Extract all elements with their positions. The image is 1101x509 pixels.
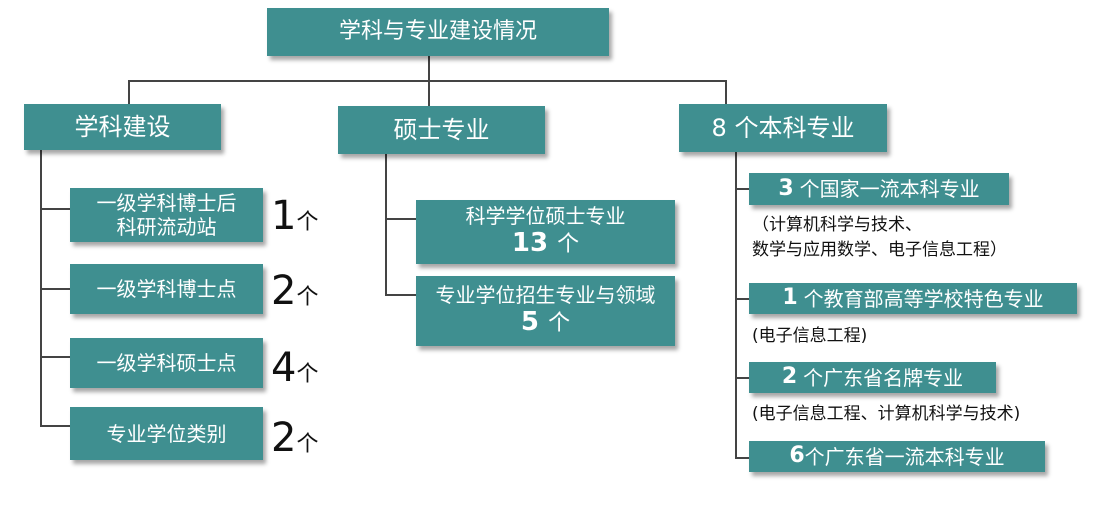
master-title: 硕士专业	[393, 115, 490, 144]
connector-root-down	[428, 56, 430, 81]
discipline-count-professional: 2个	[271, 415, 318, 461]
undergrad-item-brand: 2 个广东省名牌专业	[749, 362, 996, 393]
connector-to-master	[428, 80, 430, 106]
undergrad-note-feature-line1: (电子信息工程)	[752, 326, 868, 346]
undergrad-item-feature: 1 个教育部高等学校特色专业	[749, 283, 1077, 314]
connector-discipline-2	[40, 288, 70, 290]
connector-master-trunk	[385, 154, 387, 295]
undergrad-item-provincial: 6 个广东省一流本科专业	[749, 441, 1045, 472]
master-item-academic-unit: 个	[557, 232, 580, 258]
undergrad-item-national: 3 个国家一流本科专业	[749, 173, 1009, 205]
discipline-count-master-unit: 个	[296, 362, 319, 387]
master-item-academic-count: 13 个	[512, 228, 579, 259]
discipline-item-phd: 一级学科博士点	[70, 264, 263, 314]
master-item-academic: 科学学位硕士专业 13 个	[416, 200, 675, 264]
connector-discipline-1	[40, 208, 70, 210]
connector-master-2	[385, 294, 416, 296]
discipline-item-postdoc: 一级学科博士后 科研流动站	[70, 188, 263, 242]
undergrad-item-brand-number: 2	[781, 364, 798, 390]
root-title: 学科与专业建设情况	[338, 18, 537, 44]
undergrad-note-national-line2: 数学与应用数学、电子信息工程）	[752, 239, 1007, 260]
discipline-count-phd-number: 2	[271, 268, 297, 314]
connector-undergrad-2	[735, 298, 749, 300]
undergrad-note-brand: (电子信息工程、计算机科学与技术)	[752, 402, 1020, 427]
discipline-node: 学科建设	[24, 104, 221, 150]
connector-to-discipline	[128, 80, 130, 104]
discipline-count-professional-number: 2	[271, 415, 297, 461]
undergrad-item-provincial-number: 6	[789, 443, 805, 469]
master-item-professional-count: 5 个	[521, 307, 570, 338]
master-item-academic-number: 13	[511, 228, 549, 259]
undergrad-note-feature: (电子信息工程)	[752, 324, 867, 349]
discipline-count-professional-unit: 个	[296, 432, 319, 457]
discipline-count-master-number: 4	[271, 345, 297, 391]
master-item-professional: 专业学位招生专业与领域 5 个	[416, 276, 675, 346]
connector-undergrad-trunk	[735, 152, 737, 458]
discipline-item-postdoc-line1: 一级学科博士后	[96, 191, 237, 215]
discipline-count-master: 4个	[271, 345, 318, 391]
master-item-professional-label: 专业学位招生专业与领域	[435, 283, 656, 308]
undergrad-item-brand-label: 个广东省名牌专业	[803, 365, 964, 390]
master-node: 硕士专业	[338, 106, 545, 154]
discipline-item-master-label: 一级学科硕士点	[96, 351, 237, 375]
master-item-professional-number: 5	[520, 307, 539, 338]
connector-undergrad-4	[735, 457, 749, 459]
undergrad-node: 8 个本科专业	[679, 104, 887, 152]
discipline-count-phd: 2个	[271, 268, 318, 314]
connector-undergrad-1	[735, 188, 749, 190]
undergrad-item-national-label: 个国家一流本科专业	[799, 177, 980, 201]
discipline-count-postdoc-number: 1	[271, 193, 297, 239]
undergrad-note-brand-line1: (电子信息工程、计算机科学与技术)	[752, 404, 1021, 424]
undergrad-item-national-number: 3	[778, 175, 794, 201]
connector-discipline-3	[40, 356, 70, 358]
connector-horizontal-bar	[128, 80, 726, 82]
undergrad-note-national-line1: （计算机科学与技术、	[752, 215, 922, 235]
undergrad-note-national: （计算机科学与技术、 数学与应用数学、电子信息工程）	[752, 213, 1007, 262]
undergrad-item-feature-number: 1	[782, 285, 798, 311]
discipline-count-postdoc: 1个	[271, 193, 318, 239]
master-item-professional-unit: 个	[548, 311, 571, 337]
connector-master-1	[385, 218, 416, 220]
discipline-title: 学科建设	[74, 112, 171, 141]
discipline-item-master: 一级学科硕士点	[70, 338, 263, 388]
discipline-item-postdoc-line2: 科研流动站	[116, 215, 217, 239]
discipline-item-professional: 专业学位类别	[70, 407, 263, 460]
discipline-count-phd-unit: 个	[296, 285, 319, 310]
discipline-count-postdoc-unit: 个	[296, 210, 319, 235]
undergrad-item-feature-label: 个教育部高等学校特色专业	[803, 286, 1044, 311]
connector-undergrad-3	[735, 377, 749, 379]
connector-to-undergrad	[725, 80, 727, 104]
connector-discipline-4	[40, 425, 70, 427]
undergrad-title: 8 个本科专业	[711, 113, 855, 142]
master-item-academic-label: 科学学位硕士专业	[465, 204, 626, 229]
root-node: 学科与专业建设情况	[267, 8, 609, 56]
discipline-item-phd-label: 一级学科博士点	[96, 277, 237, 301]
discipline-item-professional-label: 专业学位类别	[106, 421, 227, 446]
undergrad-item-provincial-label: 个广东省一流本科专业	[804, 444, 1005, 469]
